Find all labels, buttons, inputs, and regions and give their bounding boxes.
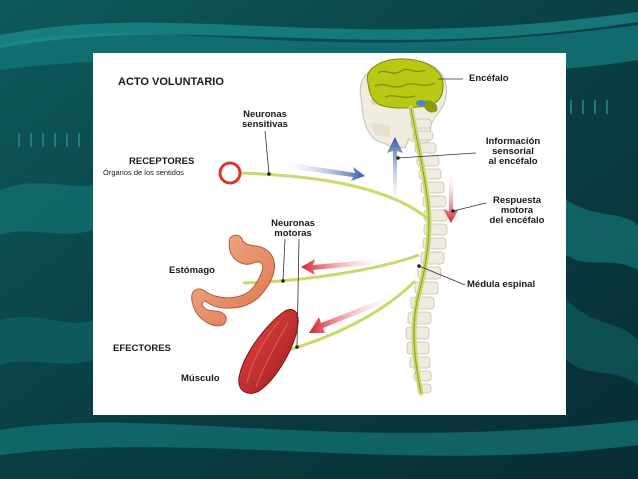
label-efectores: EFECTORES [113,343,171,354]
sensory-arrow-blue [277,161,365,181]
wave-top-light [0,12,638,48]
label-receptores: RECEPTORES [129,156,195,167]
sensory-nerve [237,171,428,220]
diagram-panel: ACTO VOLUNTARIO Encéfalo Neuronas sensit… [93,53,566,415]
label-medula-espinal: Médula espinal [467,279,536,290]
label-informacion-sensorial: Información sensorial al encéfalo [485,136,541,167]
label-neuronas-sensitivas: Neuronas sensitivas [242,109,288,130]
receptor-circle-icon [218,161,242,185]
brain-icon [366,58,444,109]
label-organos-sentidos: Órganos de los sentidos [103,168,184,177]
wave-right [566,200,638,270]
stomach-icon [191,234,276,327]
leader-dots [267,156,455,349]
wave-right-2 [566,300,638,385]
ascending-arrow-blue [387,137,403,213]
stripes-left [18,133,80,147]
label-musculo: Músculo [181,373,220,384]
nervous-system-diagram [191,58,487,396]
label-neuronas-motoras: Neuronas motoras [271,218,315,239]
motor-arrow-stomach-red [301,258,391,275]
motor-arrow-muscle-red [309,293,399,333]
diagram-title: ACTO VOLUNTARIO [118,76,224,88]
stripes-right [570,100,608,114]
label-respuesta-motora: Respuesta motora del encéfalo [489,195,545,226]
wave-left-2 [0,317,93,365]
wave-bottom [0,420,638,456]
label-estomago: Estómago [169,265,215,276]
wave-left [0,183,93,235]
descending-arrow-red [443,168,459,223]
label-encefalo: Encéfalo [469,73,509,84]
leader-lines [264,78,487,348]
